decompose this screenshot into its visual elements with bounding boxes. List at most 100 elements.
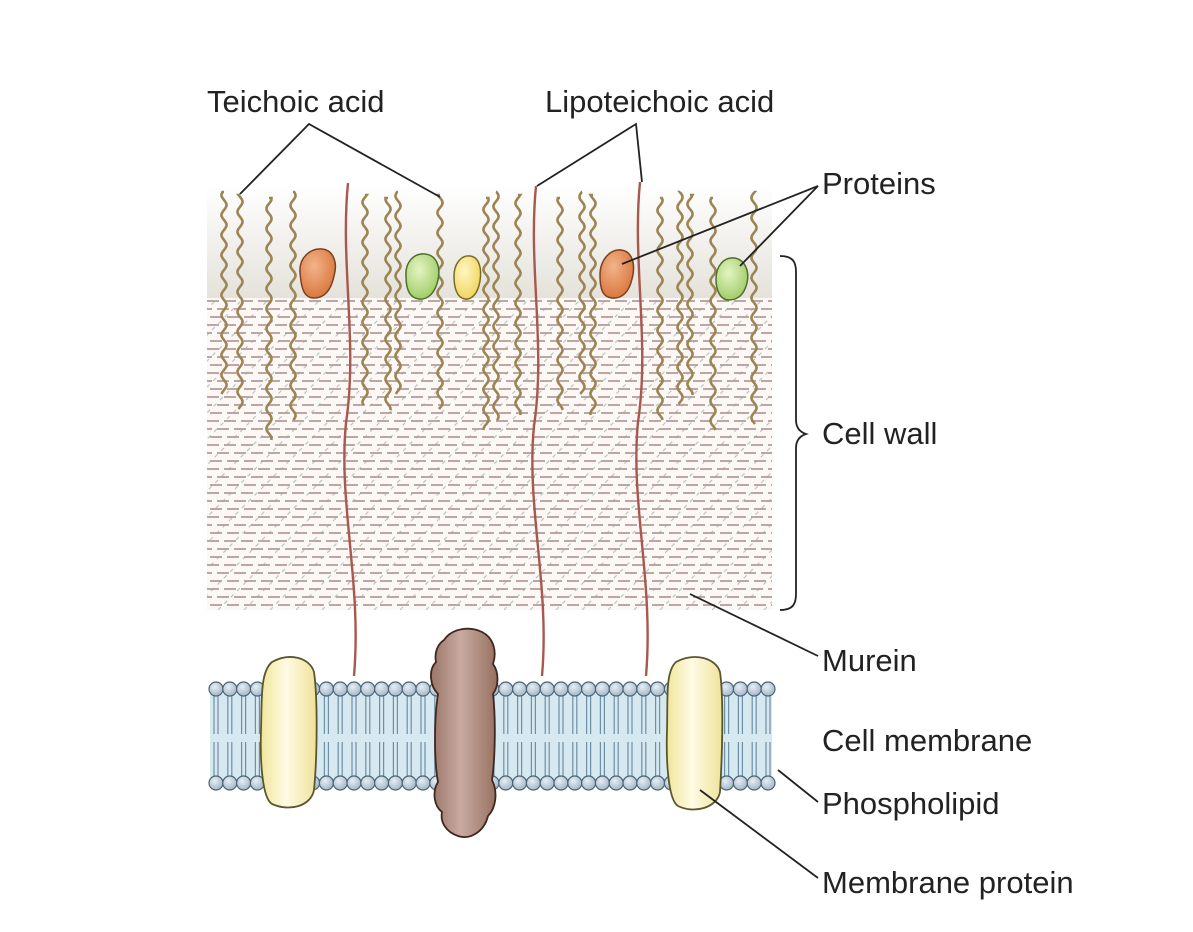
phospholipid-head bbox=[332, 681, 348, 697]
phospholipid-head bbox=[608, 681, 624, 697]
phospholipid-head bbox=[236, 681, 252, 697]
phospholipid-head bbox=[746, 681, 762, 697]
leader-phospholipid bbox=[777, 769, 819, 803]
murein-hatch-line bbox=[207, 299, 373, 466]
protein-orange-1 bbox=[299, 248, 337, 299]
murein-hatch-line bbox=[763, 601, 772, 610]
teichoic-acid-strand bbox=[435, 193, 444, 410]
teichoic-acid-strand bbox=[236, 193, 244, 410]
murein-hatch-line bbox=[207, 299, 217, 310]
phospholipid-head bbox=[760, 681, 776, 697]
membrane-protein-pale-left bbox=[259, 656, 318, 809]
protein-green-2 bbox=[715, 257, 749, 301]
teichoic-acid-strand bbox=[514, 193, 523, 416]
lipoteichoic-acid-strand bbox=[343, 182, 357, 677]
phospholipid-head bbox=[732, 775, 749, 791]
murein-hatch-line bbox=[207, 299, 399, 492]
membrane-protein-pale-right bbox=[665, 656, 724, 811]
leader-membrane-protein bbox=[699, 789, 819, 879]
phospholipid-head bbox=[718, 775, 735, 791]
murein-hatch-line bbox=[373, 299, 685, 610]
murein-hatch-line bbox=[207, 299, 451, 544]
phospholipid-head bbox=[594, 681, 611, 697]
phospholipid-head bbox=[498, 681, 514, 697]
murein-hatch-line bbox=[451, 299, 763, 610]
teichoic-acid-strand bbox=[750, 190, 758, 425]
murein-hatch-line bbox=[243, 299, 555, 610]
phospholipid-head bbox=[539, 775, 555, 791]
label-lipoteichoic-acid: Lipoteichoic acid bbox=[545, 84, 774, 119]
phospholipid-head bbox=[732, 681, 749, 697]
phospholipid-head bbox=[511, 775, 528, 791]
phospholipid-head bbox=[401, 681, 417, 697]
membrane-proteins bbox=[259, 627, 724, 838]
phospholipid-head bbox=[608, 775, 624, 791]
phospholipid-head bbox=[760, 775, 776, 791]
teichoic-acid-strand bbox=[289, 190, 297, 421]
phospholipid-head bbox=[222, 681, 238, 697]
leader-lipoteichoic-acid bbox=[536, 122, 643, 187]
teichoic-acid-strand bbox=[588, 193, 597, 416]
murein-hatch-line bbox=[685, 523, 772, 610]
phospholipid-head bbox=[553, 775, 569, 791]
phospholipid-head bbox=[387, 681, 403, 697]
protein-yellow-1 bbox=[453, 255, 482, 300]
phospholipid-head bbox=[649, 775, 666, 791]
phospholipid-head bbox=[401, 775, 417, 791]
murein-hatch-line bbox=[529, 367, 772, 610]
lipoteichoic-acid-strand bbox=[635, 181, 649, 677]
teichoic-acid-strand bbox=[556, 196, 564, 411]
murein-hatch-line bbox=[295, 299, 607, 610]
teichoic-acid-strand bbox=[709, 196, 717, 431]
phospholipid-head bbox=[567, 775, 583, 791]
leader-proteins bbox=[621, 185, 819, 267]
teichoic-acid-strand bbox=[676, 190, 684, 405]
cell-wall-bracket bbox=[779, 255, 809, 611]
phospholipid-head bbox=[360, 681, 376, 697]
phospholipid-head bbox=[594, 775, 611, 791]
teichoic-acid-strand bbox=[384, 196, 392, 410]
phospholipid-head bbox=[415, 681, 431, 697]
leader-lines bbox=[239, 122, 819, 879]
label-cell-membrane: Cell membrane bbox=[822, 723, 1032, 758]
phospholipid-head bbox=[332, 775, 348, 791]
phospholipid-head bbox=[525, 775, 542, 791]
murein-hatch-line bbox=[207, 299, 425, 518]
murein-hatch-line bbox=[503, 341, 772, 610]
leader-murein bbox=[689, 593, 819, 657]
teichoic-acid-strand bbox=[578, 190, 586, 395]
murein-hatch-line bbox=[399, 299, 711, 610]
phospholipid-head bbox=[346, 775, 362, 791]
label-cell-wall: Cell wall bbox=[822, 416, 937, 451]
label-murein: Murein bbox=[822, 643, 917, 678]
teichoic-acid-strands bbox=[220, 190, 758, 441]
teichoic-acid-strand bbox=[686, 193, 695, 395]
phospholipid-head bbox=[318, 775, 334, 791]
phospholipid-head bbox=[374, 681, 390, 697]
phospholipid-head bbox=[360, 775, 376, 791]
phospholipid-head bbox=[553, 681, 569, 697]
teichoic-acid-strand bbox=[361, 193, 370, 406]
label-teichoic-acid: Teichoic acid bbox=[207, 84, 384, 119]
teichoic-acid-strand bbox=[220, 190, 228, 395]
phospholipid-head bbox=[208, 775, 224, 791]
phospholipid-head bbox=[222, 775, 238, 791]
surface-proteins bbox=[299, 248, 749, 301]
phospholipid-head bbox=[567, 681, 583, 697]
murein-hatch-line bbox=[711, 549, 772, 610]
teichoic-acid-strand bbox=[656, 196, 664, 421]
murein-hatch bbox=[207, 299, 772, 610]
murein-hatch-line bbox=[207, 299, 477, 570]
murein-hatch-line bbox=[425, 299, 737, 610]
phospholipid-head bbox=[746, 775, 762, 791]
phospholipid-head bbox=[498, 775, 514, 791]
teichoic-acid-strand bbox=[265, 196, 273, 441]
phospholipid-head bbox=[346, 681, 362, 697]
phospholipid-head bbox=[649, 681, 666, 697]
murein-hatch-line bbox=[207, 299, 503, 596]
phospholipid-head bbox=[525, 681, 542, 697]
phospholipid-head bbox=[636, 775, 652, 791]
murein-hatch-line bbox=[217, 299, 529, 610]
phospholipid-head bbox=[539, 681, 555, 697]
phospholipid-head bbox=[318, 681, 334, 697]
